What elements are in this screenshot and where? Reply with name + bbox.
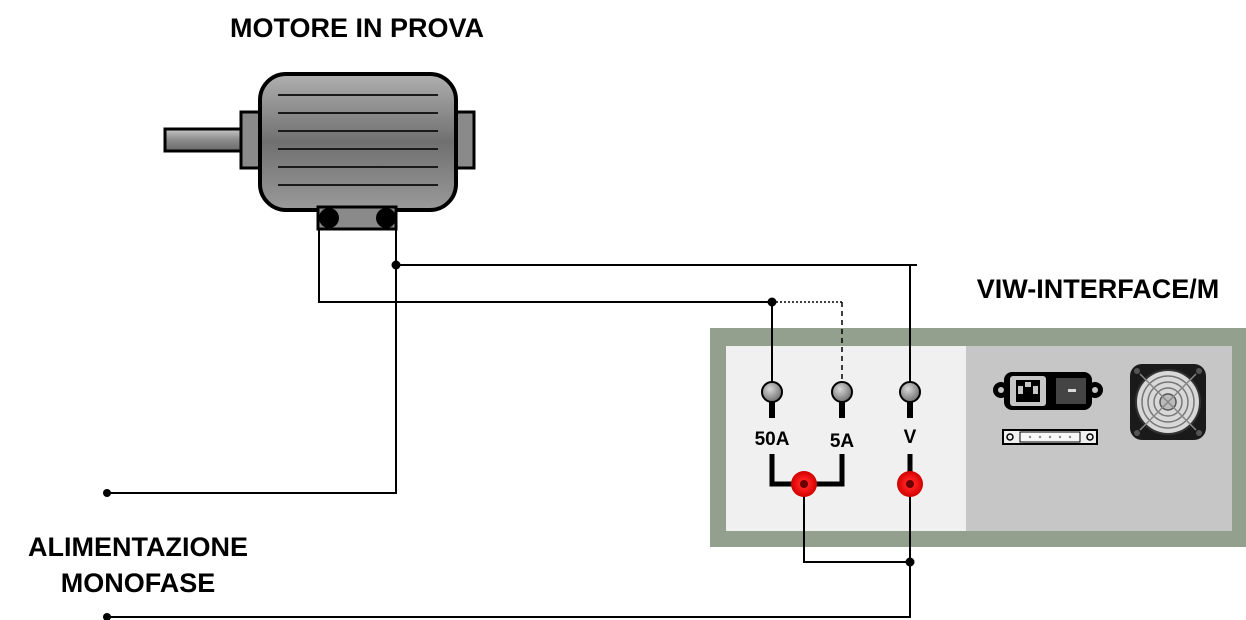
device-title: VIW-INTERFACE/M	[977, 274, 1219, 304]
terminal-50a-knob	[761, 381, 783, 403]
motor-cooling-fins	[278, 94, 438, 186]
supply-label-line2: MONOFASE	[61, 568, 216, 598]
device-front-panel	[726, 346, 966, 531]
device	[710, 328, 1246, 547]
terminal-5a-knob	[831, 381, 853, 403]
motor-terminal-1	[319, 208, 339, 228]
motor-title: MOTORE IN PROVA	[230, 13, 484, 43]
terminal-v-label: V	[904, 427, 917, 448]
wire-common-return	[803, 484, 911, 563]
terminal-5a	[831, 381, 853, 418]
wires	[107, 229, 917, 618]
wire-motor-to-supply-1	[107, 229, 397, 494]
fan-grille-icon	[1130, 364, 1206, 440]
supply-label-line1: ALIMENTAZIONE	[28, 532, 248, 562]
terminal-50a	[761, 381, 783, 418]
terminal-50a-label: 50A	[755, 429, 790, 450]
terminal-v	[899, 381, 921, 418]
wire-supply-2-to-device	[107, 562, 911, 618]
dsub-connector-icon	[1002, 429, 1098, 445]
motor-terminal-2	[376, 208, 396, 228]
wire-motor-to-50a	[318, 229, 773, 382]
power-inlet	[993, 372, 1103, 410]
junction-dots	[103, 260, 915, 620]
terminal-5a-label: 5A	[830, 431, 855, 452]
motor	[163, 72, 476, 231]
terminal-v-knob	[899, 381, 921, 403]
motor-shaft	[163, 127, 247, 153]
